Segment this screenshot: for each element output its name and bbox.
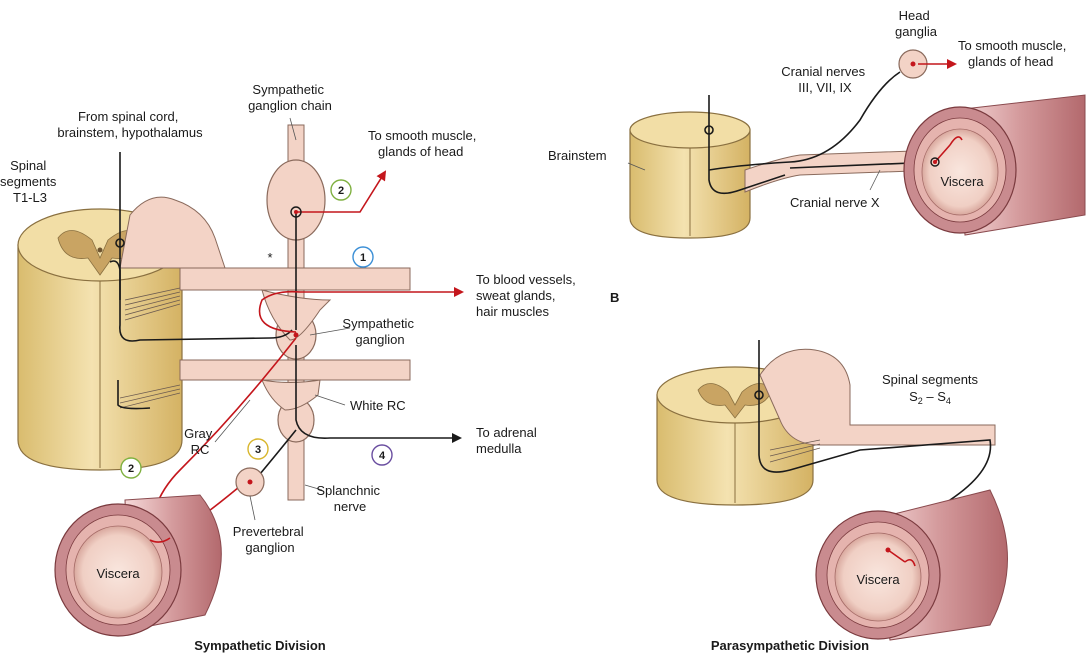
label-asterisk: * — [267, 250, 272, 265]
label-from-spinal-cord: From spinal cord, brainstem, hypothalamu… — [57, 109, 203, 140]
label-to-smooth-muscle-head-para: To smooth muscle, glands of head — [958, 38, 1070, 69]
label-head-ganglia: Head ganglia — [895, 8, 938, 39]
label-cranial-nerves: Cranial nerves III, VII, IX — [781, 64, 868, 95]
caption-parasympathetic: Parasympathetic Division — [711, 638, 869, 653]
label-to-blood-vessels: To blood vessels, sweat glands, hair mus… — [476, 272, 579, 319]
svg-text:2: 2 — [338, 185, 344, 197]
svg-text:3: 3 — [255, 444, 261, 456]
svg-text:4: 4 — [379, 450, 386, 462]
label-white-rc: White RC — [350, 398, 406, 413]
label-to-smooth-muscle-head: To smooth muscle, glands of head — [368, 128, 480, 159]
label-brainstem: Brainstem — [548, 148, 607, 163]
sacral-nerves — [760, 349, 995, 445]
label-viscera-top: Viscera — [940, 174, 984, 189]
label-splanchnic: Splanchnic nerve — [316, 483, 383, 514]
label-to-adrenal: To adrenal medulla — [476, 425, 540, 456]
badge-2-viscera: 2 — [121, 458, 141, 478]
label-s2-s4: S2 – S4 — [909, 389, 951, 406]
label-cranial-nerve-x: Cranial nerve X — [790, 195, 880, 210]
badge-1: 1 — [353, 247, 373, 267]
badge-2-head: 2 — [331, 180, 351, 200]
badge-4: 4 — [372, 445, 392, 465]
parasympathetic-panel: Head ganglia To smooth muscle, glands of… — [548, 8, 1085, 653]
brainstem — [630, 112, 750, 238]
label-gray-rc: Gray RC — [184, 426, 216, 457]
label-ganglion-chain: Sympathetic ganglion chain — [248, 82, 332, 113]
svg-text:1: 1 — [360, 252, 366, 264]
label-sympathetic-ganglion: Sympathetic ganglion — [342, 316, 417, 347]
parasympathetic-viscera-top — [904, 95, 1085, 235]
label-prevertebral: Prevertebral ganglion — [233, 524, 307, 555]
caption-sympathetic: Sympathetic Division — [194, 638, 326, 653]
label-viscera-bottom: Viscera — [856, 572, 900, 587]
label-panel-b: B — [610, 290, 619, 305]
svg-text:2: 2 — [128, 463, 134, 475]
parasympathetic-viscera-bottom — [816, 490, 1008, 640]
sympathetic-panel: 1 2 2 3 4 From spinal cord, — [0, 82, 579, 653]
label-viscera-sympathetic: Viscera — [96, 566, 140, 581]
label-spinal-segments-para: Spinal segments — [882, 372, 979, 387]
label-spinal-segments: Spinal segments T1-L3 — [0, 158, 60, 205]
badge-3: 3 — [248, 439, 268, 459]
